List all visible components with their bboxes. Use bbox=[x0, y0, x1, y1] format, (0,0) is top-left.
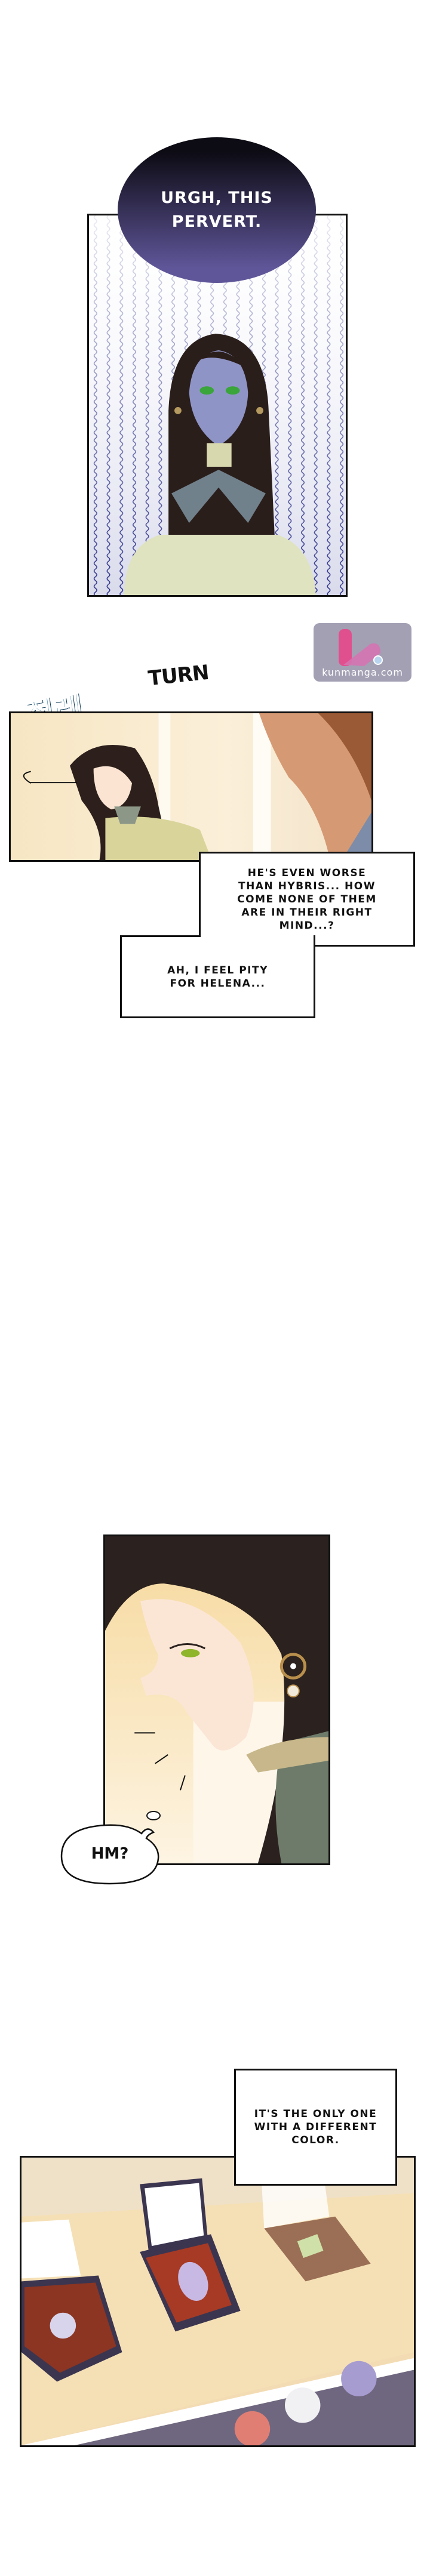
narration-box-1-overlap bbox=[201, 935, 314, 946]
narration-text-1: HE'S EVEN WORSE THAN HYBRIS... HOW COME … bbox=[237, 867, 377, 932]
panel-jewelry-display bbox=[20, 2156, 416, 2447]
k-logo-icon bbox=[339, 629, 383, 666]
panel-woman-turning bbox=[9, 711, 373, 862]
narration-box-2: AH, I FEEL PITY FOR HELENA... bbox=[120, 935, 315, 1018]
narration-text-3: IT'S THE ONLY ONE WITH A DIFFERENT COLOR… bbox=[254, 2108, 377, 2146]
thought-bubble: HM? bbox=[58, 1822, 162, 1886]
sfx-turn: TURN bbox=[147, 660, 210, 691]
watermark-logo: kunmanga.com bbox=[314, 623, 411, 682]
watermark-text: kunmanga.com bbox=[322, 667, 403, 678]
ring-box-center bbox=[140, 2178, 241, 2332]
angry-speech-bubble: URGH, THIS PERVERT. bbox=[116, 136, 317, 284]
panel-art bbox=[105, 1536, 328, 1863]
narration-text-2: AH, I FEEL PITY FOR HELENA... bbox=[167, 964, 268, 990]
panel-woman-profile bbox=[103, 1534, 330, 1865]
ring-box-right bbox=[261, 2172, 371, 2282]
thought-bubble-dot bbox=[146, 1811, 161, 1820]
narration-box-3: IT'S THE ONLY ONE WITH A DIFFERENT COLOR… bbox=[234, 2069, 397, 2186]
speech-text: URGH, THIS PERVERT. bbox=[161, 189, 273, 231]
narration-box-1: HE'S EVEN WORSE THAN HYBRIS... HOW COME … bbox=[199, 852, 415, 947]
panel-art bbox=[22, 2158, 414, 2445]
thought-text: HM? bbox=[91, 1845, 129, 1863]
ring-box-left bbox=[22, 2219, 122, 2382]
speech-bubble-shape bbox=[118, 137, 316, 283]
panel-art bbox=[11, 713, 371, 860]
thought-bubble-shape bbox=[60, 1824, 159, 1885]
